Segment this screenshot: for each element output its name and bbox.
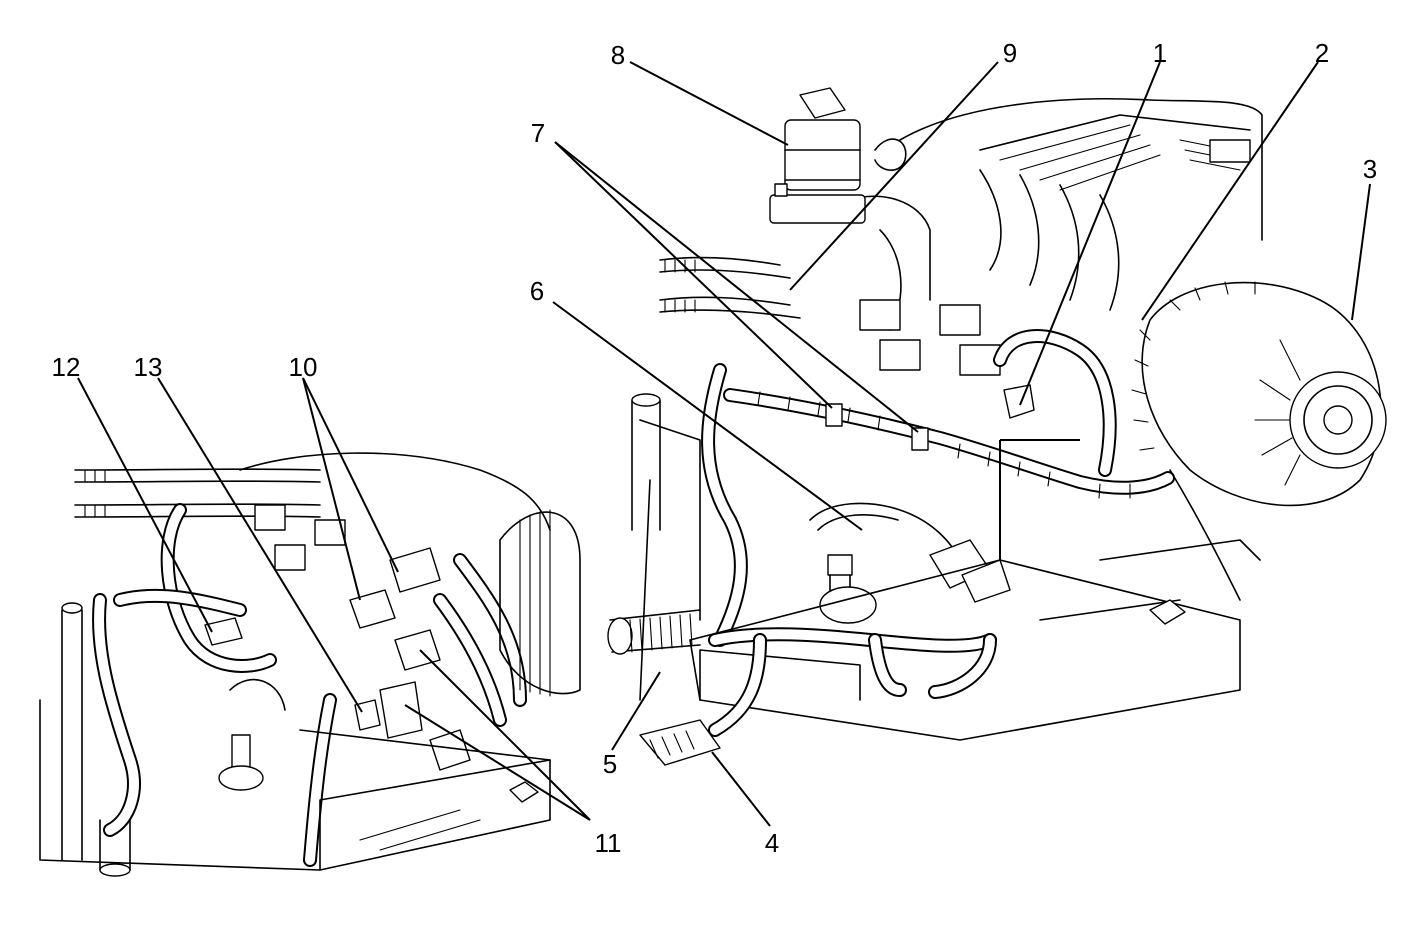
callout-4: 4	[765, 828, 779, 858]
left-hose-end	[99, 863, 131, 877]
left-block-1	[254, 504, 286, 531]
manifold-badge	[1209, 139, 1251, 163]
callout-9: 9	[1003, 38, 1017, 68]
left-bolt-head	[509, 781, 539, 803]
pipe-end	[631, 393, 661, 407]
callout-2: 2	[1315, 38, 1329, 68]
left-engine-view	[39, 452, 581, 877]
callout-6: 6	[530, 276, 544, 306]
egr-bolt	[774, 183, 788, 197]
right-engine-view	[607, 87, 1387, 766]
cover-block-2	[939, 304, 981, 336]
cover-block-1	[859, 299, 901, 331]
callout-12: 12	[52, 352, 81, 382]
callout-1: 1	[1153, 38, 1167, 68]
callout-8: 8	[611, 40, 625, 70]
left-connector-10b	[389, 547, 441, 593]
callout-labels: 1 2 3 4 5 6 7 8 9 10 11 12 13	[52, 38, 1378, 858]
left-connector-13	[354, 699, 381, 731]
egr-base	[769, 194, 866, 224]
left-connector-11b	[379, 681, 423, 739]
callout-13: 13	[134, 352, 163, 382]
left-block-3	[274, 544, 306, 571]
left-connector-12	[204, 617, 243, 646]
leader-lines	[77, 61, 1371, 827]
alternator	[1131, 281, 1387, 507]
callout-3: 3	[1363, 154, 1377, 184]
cover-block-3	[879, 339, 921, 371]
harness-clip-2	[911, 427, 929, 451]
oxygen-sensor	[827, 554, 853, 576]
sensor-connector	[1003, 384, 1035, 419]
callout-5: 5	[603, 749, 617, 779]
bolt-head	[1149, 599, 1186, 625]
hose-end	[607, 617, 633, 655]
left-connector-10a	[349, 589, 396, 629]
egr-valve-body	[784, 119, 861, 191]
pulley-nut	[1323, 405, 1353, 435]
callout-10: 10	[289, 352, 318, 382]
left-pipe-end	[61, 602, 83, 614]
harness-clip-1	[825, 403, 843, 427]
connector-body	[961, 559, 1011, 603]
egr-connector	[799, 87, 846, 119]
callout-11: 11	[595, 828, 622, 858]
harness-connector-4	[639, 719, 721, 766]
callout-7: 7	[531, 118, 545, 148]
left-sensor-boss	[218, 765, 264, 791]
